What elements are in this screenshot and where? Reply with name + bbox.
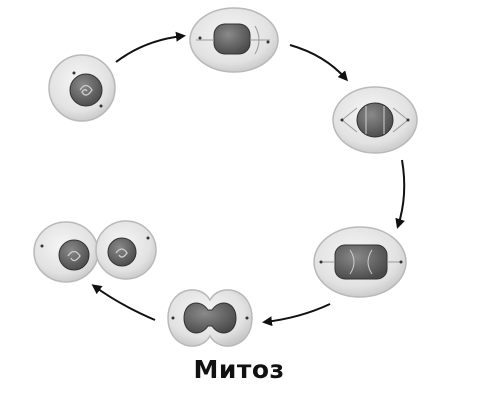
arrow-prophase-to-metaphase [289,44,348,82]
interphase-cell-icon [48,54,116,122]
arrow-metaphase-to-anaphase [395,159,406,229]
prophase-cell-icon [189,7,279,73]
arrow-telophase-to-daughters [91,284,156,321]
arrow-anaphase-to-telophase [262,303,331,327]
metaphase-cell-icon [332,86,418,154]
telophase-cell-icon [167,289,253,347]
diagram-title: Митоз [193,355,285,384]
daughter-cells-icon [33,220,157,283]
arrow-interphase-to-prophase [115,31,186,63]
cycle-arrows [91,31,406,327]
anaphase-cell-icon [313,226,407,298]
